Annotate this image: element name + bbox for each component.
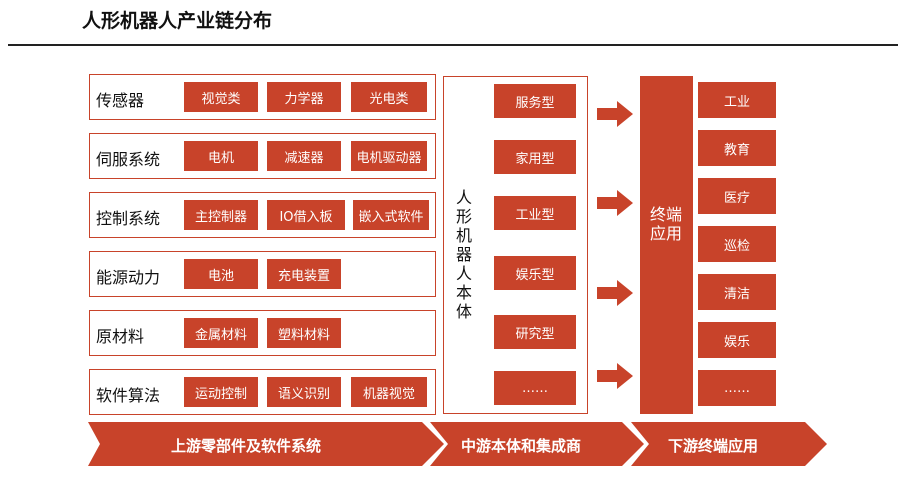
component-box: 主控制器 (184, 200, 258, 230)
title-divider (8, 44, 898, 46)
robot-type-box: 服务型 (494, 84, 576, 118)
component-box: 充电装置 (267, 259, 341, 289)
robot-type-box: …… (494, 371, 576, 405)
upstream-label: 控制系统 (96, 209, 161, 228)
upstream-row-servo: 伺服系统 电机 减速器 电机驱动器 (89, 133, 436, 179)
component-box: IO借入板 (267, 200, 345, 230)
upstream-row-materials: 原材料 金属材料 塑料材料 (89, 310, 436, 356)
end-use-bar (640, 76, 693, 414)
component-box: 电机驱动器 (351, 141, 427, 171)
upstream-label: 能源动力 (96, 268, 161, 287)
right-arrow-icon (597, 101, 633, 127)
component-box: 金属材料 (184, 318, 258, 348)
right-arrow-icon (597, 280, 633, 306)
stage-midstream-label: 中游本体和集成商 (461, 437, 582, 455)
robot-type-box: 家用型 (494, 140, 576, 174)
application-box: 清洁 (698, 274, 776, 310)
component-box: 视觉类 (184, 82, 258, 112)
stage-upstream-label: 上游零部件及软件系统 (171, 437, 322, 455)
right-arrow-icon (597, 363, 633, 389)
upstream-row-software: 软件算法 运动控制 语义识别 机器视觉 (89, 369, 436, 415)
component-box: 塑料材料 (267, 318, 341, 348)
upstream-label: 原材料 (96, 327, 145, 346)
component-box: 语义识别 (267, 377, 341, 407)
stage-midstream-chevron (430, 422, 644, 466)
application-box: 教育 (698, 130, 776, 166)
component-box: 嵌入式软件 (353, 200, 429, 230)
stage-downstream-label: 下游终端应用 (668, 437, 759, 455)
robot-type-box: 娱乐型 (494, 256, 576, 290)
robot-type-box: 研究型 (494, 315, 576, 349)
stage-upstream-chevron (88, 422, 444, 466)
component-box: 电池 (184, 259, 258, 289)
application-box: …… (698, 370, 776, 406)
stage-downstream-chevron (631, 422, 827, 466)
component-box: 力学器 (267, 82, 341, 112)
upstream-label: 传感器 (96, 91, 145, 110)
component-box: 电机 (184, 141, 258, 171)
page-title: 人形机器人产业链分布 (82, 10, 273, 32)
upstream-label: 软件算法 (96, 386, 161, 405)
right-arrow-icon (597, 190, 633, 216)
application-box: 巡检 (698, 226, 776, 262)
end-use-label: 终端应用 (649, 205, 682, 243)
midstream-label: 人形机器人本体 (455, 188, 472, 321)
upstream-row-sensors: 传感器 视觉类 力学器 光电类 (89, 74, 436, 120)
application-box: 娱乐 (698, 322, 776, 358)
application-box: 工业 (698, 82, 776, 118)
component-box: 减速器 (267, 141, 341, 171)
component-box: 光电类 (351, 82, 427, 112)
application-box: 医疗 (698, 178, 776, 214)
upstream-row-energy: 能源动力 电池 充电装置 (89, 251, 436, 297)
component-box: 机器视觉 (351, 377, 427, 407)
midstream-panel (443, 76, 588, 414)
component-box: 运动控制 (184, 377, 258, 407)
upstream-label: 伺服系统 (96, 150, 161, 169)
robot-type-box: 工业型 (494, 196, 576, 230)
upstream-row-control: 控制系统 主控制器 IO借入板 嵌入式软件 (89, 192, 436, 238)
